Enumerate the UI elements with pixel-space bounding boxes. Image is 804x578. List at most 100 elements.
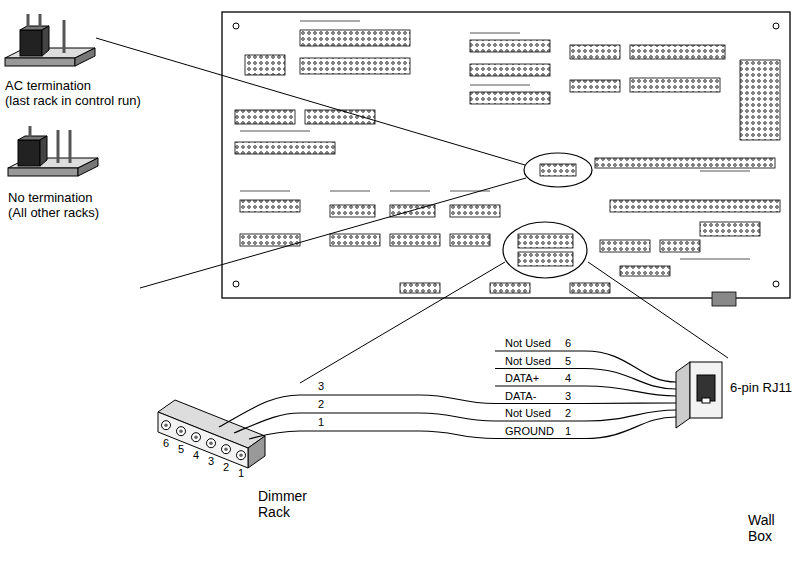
terminal-number: 2 <box>223 461 229 474</box>
jumper-caption: No termination (All other racks) <box>8 190 138 220</box>
connector-body <box>248 436 265 468</box>
pin-header <box>235 142 335 154</box>
silkscreen-mark <box>700 170 750 172</box>
pin-number: 6 <box>565 337 571 350</box>
terminal-number: 3 <box>208 455 214 468</box>
screw-terminal <box>222 445 231 454</box>
signal-name: Not Used <box>505 355 551 368</box>
jumper-base <box>5 58 75 66</box>
wire <box>495 402 676 404</box>
mounting-hole <box>773 23 779 29</box>
wire <box>495 417 676 439</box>
screw-terminal <box>192 433 201 442</box>
signal-name: Not Used <box>505 407 551 420</box>
pin-header <box>470 64 550 76</box>
pin-header <box>235 110 295 124</box>
screw-terminal <box>207 439 216 448</box>
part-label: 6-pin RJ11 <box>730 380 792 395</box>
pin-header <box>700 222 760 236</box>
wire <box>249 431 495 439</box>
screw-head <box>179 429 183 433</box>
pin-header <box>390 234 440 246</box>
pin-header <box>450 205 500 217</box>
silkscreen-mark <box>240 130 310 132</box>
jumper-base <box>75 48 95 66</box>
pin-header <box>240 200 300 212</box>
wrap-spacer <box>108 190 138 205</box>
screw-head <box>164 423 168 427</box>
jack-opening <box>697 375 715 401</box>
silkscreen-mark <box>390 190 430 192</box>
wire-number: 1 <box>318 416 324 429</box>
part-label: Dimmer Rack <box>258 488 318 520</box>
screw-head <box>194 435 198 439</box>
pin-header <box>400 283 440 293</box>
wire-number: 2 <box>318 398 324 411</box>
pin-header <box>570 45 620 59</box>
rj11-jack <box>676 362 722 428</box>
signal-name: GROUND <box>505 425 554 438</box>
pin-header <box>330 205 375 217</box>
pin-header <box>600 240 650 252</box>
connector-body <box>158 412 248 468</box>
pin-number: 2 <box>565 407 571 420</box>
screw-head <box>209 441 213 445</box>
silkscreen-mark <box>470 32 520 34</box>
screw-terminal <box>162 421 171 430</box>
jumper-shunt <box>20 30 42 56</box>
leader-line <box>96 38 525 165</box>
wrap-spacer <box>105 78 170 93</box>
termination-jumper-site <box>540 164 576 176</box>
pin-number: 3 <box>565 390 571 403</box>
silkscreen-mark <box>330 190 370 192</box>
jumper-pin <box>39 14 42 27</box>
pin-number: 4 <box>565 372 571 385</box>
signal-name: DATA+ <box>505 372 539 385</box>
pin-header <box>660 240 700 252</box>
jack-latch <box>702 398 710 403</box>
signal-name: DATA- <box>505 390 536 403</box>
pin-header <box>450 234 490 246</box>
pin-header <box>240 234 300 246</box>
pin-header <box>570 80 620 92</box>
jumper-pin <box>69 130 72 163</box>
jumper-ac-termination <box>5 14 95 66</box>
jack-body <box>690 362 722 418</box>
board-connector <box>712 292 736 306</box>
pin-header <box>630 45 725 59</box>
jumper-pin <box>57 130 60 163</box>
terminal-number: 6 <box>163 437 169 450</box>
wallbox-connector <box>518 234 573 248</box>
callout-circle <box>503 222 587 278</box>
wire <box>234 413 495 433</box>
terminal-number: 4 <box>193 449 199 462</box>
pin-header <box>470 40 550 52</box>
jumper-base <box>8 168 78 176</box>
pin-header <box>470 92 550 104</box>
silkscreen-mark <box>680 258 750 260</box>
screw-head <box>224 447 228 451</box>
pin-header <box>620 266 670 276</box>
pin-header <box>300 58 410 74</box>
jumper-pin <box>63 20 66 53</box>
jumper-base <box>78 158 98 176</box>
pin-number: 1 <box>565 425 571 438</box>
pin-header <box>630 78 720 92</box>
wire-number: 3 <box>318 380 324 393</box>
board-outline <box>222 12 790 298</box>
screw-terminal <box>237 451 246 460</box>
pin-header <box>490 283 530 293</box>
terminal-number: 1 <box>238 467 244 480</box>
jumper-shunt <box>18 140 40 166</box>
leader-line <box>300 262 505 383</box>
pin-header <box>245 55 285 75</box>
pin-header <box>610 200 780 212</box>
pin-header <box>300 30 410 46</box>
jumper-shunt <box>42 26 49 56</box>
silkscreen-mark <box>470 84 530 86</box>
jumper-shunt <box>40 136 47 166</box>
mounting-hole <box>773 281 779 287</box>
pin-number: 5 <box>565 355 571 368</box>
terminal-number: 5 <box>178 443 184 456</box>
